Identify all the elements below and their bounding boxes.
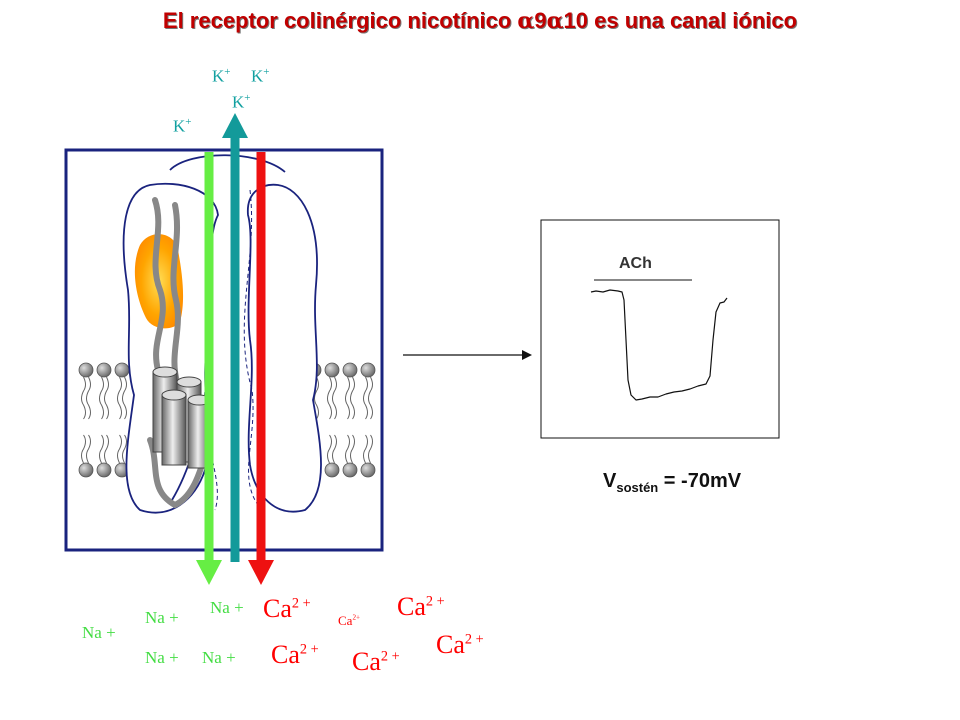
lipid-tail xyxy=(104,434,109,464)
lipid-tail xyxy=(86,376,91,420)
lipid-tail xyxy=(368,376,373,420)
title-part2: 10 es una canal iónico xyxy=(563,8,798,33)
lipid-tail xyxy=(363,376,368,420)
lipid-head xyxy=(78,462,94,478)
k-ion-label: K+ xyxy=(232,92,251,112)
lipid-tail xyxy=(117,376,122,420)
k-ion-label: K+ xyxy=(212,66,231,86)
ach-label: ACh xyxy=(619,255,652,272)
lipid-head xyxy=(96,362,112,378)
transmembrane-helices xyxy=(152,366,211,469)
lipid-tail xyxy=(350,376,355,420)
lipid-tail xyxy=(117,434,122,464)
lipid-tail xyxy=(363,434,368,464)
lipid-head xyxy=(324,362,340,378)
title-part1: El receptor colinérgico nicotínico xyxy=(162,8,518,33)
lipid-tail xyxy=(327,376,332,420)
na-ion-label: Na + xyxy=(145,608,179,627)
receptor-frame xyxy=(64,148,384,552)
na-ion-label: Na + xyxy=(82,623,116,642)
lipid-tail xyxy=(81,434,86,464)
title-num-1: 9 xyxy=(534,8,547,33)
lipid-tail xyxy=(332,434,337,464)
ca-ion-label: Ca2 + xyxy=(352,647,400,676)
current-trace xyxy=(590,289,728,401)
ca-ion-label: Ca2 + xyxy=(263,594,311,623)
lipid-head xyxy=(96,462,112,478)
lipid-head xyxy=(342,362,358,378)
lipid-tail xyxy=(86,434,91,464)
lipid-head xyxy=(324,462,340,478)
ca-ion-label: Ca2 + xyxy=(436,630,484,659)
lipid-head xyxy=(360,462,376,478)
lipid-tail xyxy=(104,376,109,420)
recording-box xyxy=(540,219,780,439)
na-arrow xyxy=(196,152,222,585)
lipid-head xyxy=(78,362,94,378)
ca-ion-label: Ca2 + xyxy=(397,592,445,621)
lipid-tail xyxy=(99,376,104,420)
na-ion-label: Na + xyxy=(202,648,236,667)
k-ion-label: K+ xyxy=(251,66,270,86)
ca-arrow xyxy=(248,152,274,585)
lipid-tail xyxy=(332,376,337,420)
lipid-head xyxy=(360,362,376,378)
lipid-tail xyxy=(122,376,127,420)
lipid-tail xyxy=(345,434,350,464)
page-title: El receptor colinérgico nicotínico α9α10… xyxy=(0,8,960,34)
na-ion-label: Na + xyxy=(210,598,244,617)
lipid-tail xyxy=(350,434,355,464)
lipid-tail xyxy=(99,434,104,464)
na-ion-label: Na + xyxy=(145,648,179,667)
k-ion-label: K+ xyxy=(173,116,192,136)
connector-arrow xyxy=(403,350,532,360)
lipid-tail xyxy=(327,434,332,464)
lipid-head xyxy=(342,462,358,478)
gating-loop xyxy=(147,197,208,509)
k-arrow xyxy=(222,113,248,562)
title-alpha-1: α xyxy=(517,8,535,34)
lipid-tail xyxy=(345,376,350,420)
lipid-tail xyxy=(314,376,319,420)
ca-ion-label: Ca2+ xyxy=(338,613,361,628)
lipid-tail xyxy=(368,434,373,464)
lipid-tail xyxy=(81,376,86,420)
lipid-head xyxy=(114,362,130,378)
holding-voltage-label: Vsostén = -70mV xyxy=(603,470,742,495)
lipid-tail xyxy=(122,434,127,464)
title-alpha-2: α xyxy=(546,8,564,34)
ca-ion-label: Ca2 + xyxy=(271,640,319,669)
